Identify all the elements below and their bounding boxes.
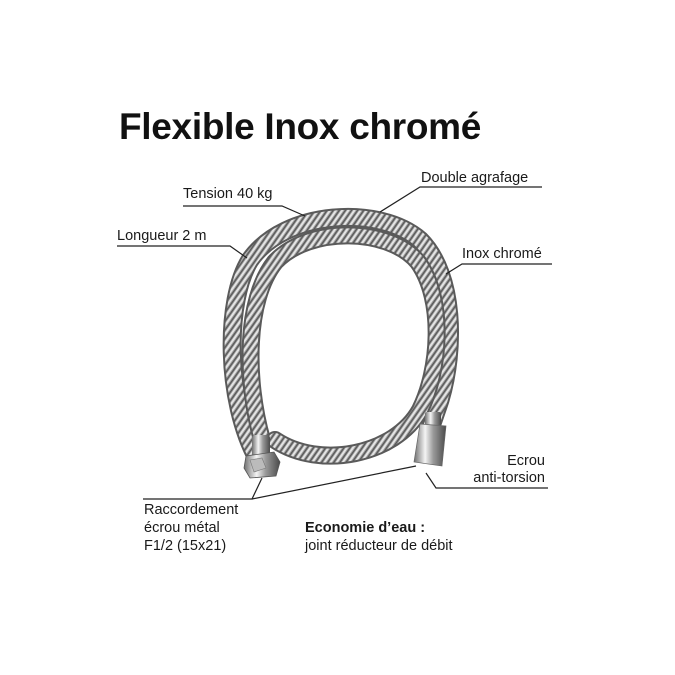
leader-longueur	[117, 245, 248, 259]
callout-longueur: Longueur 2 m	[117, 228, 207, 244]
anti-torsion-nut-fitting	[413, 412, 447, 467]
callout-tension: Tension 40 kg	[183, 186, 273, 202]
callout-ecrou-line2: anti-torsion	[473, 470, 545, 486]
leader-raccordement-2	[251, 465, 417, 500]
leader-inox	[445, 263, 552, 275]
hose-coil	[222, 208, 459, 470]
leader-raccordement	[143, 477, 263, 500]
leader-ecrou	[425, 472, 548, 489]
leader-tension	[183, 205, 306, 217]
hex-nut-fitting	[243, 435, 281, 479]
callout-double-agrafage: Double agrafage	[421, 170, 529, 186]
page-title: Flexible Inox chromé	[119, 106, 482, 147]
callout-raccordement-line1: Raccordement	[144, 502, 239, 518]
callout-inox-chrome: Inox chromé	[462, 246, 542, 262]
callout-raccordement-line2: écrou métal	[144, 520, 220, 536]
leader-double-agrafage	[379, 186, 542, 213]
callout-raccordement-line3: F1/2 (15x21)	[144, 538, 227, 554]
callout-economie-title: Economie d’eau :	[305, 520, 426, 536]
callout-ecrou-line1: Ecrou	[507, 453, 545, 469]
callout-economie-desc: joint réducteur de débit	[305, 538, 453, 554]
leader-lines	[117, 186, 552, 500]
